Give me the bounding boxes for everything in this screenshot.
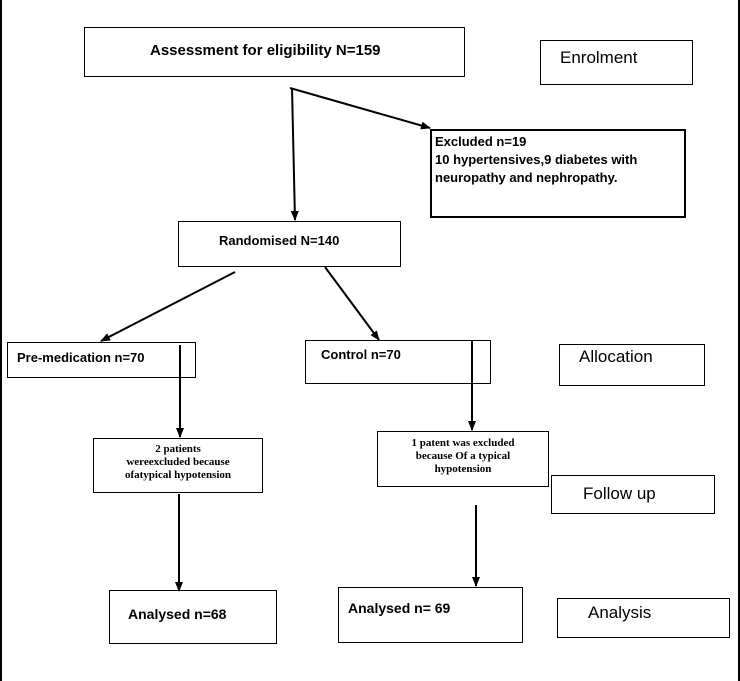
randomised-label: Randomised N=140: [219, 233, 340, 248]
control-excluded-line2: because Of a typical: [415, 450, 511, 462]
excluded-title: Excluded n=19: [435, 134, 527, 149]
stage-allocation-label: Allocation: [579, 347, 653, 366]
control-excluded-line3: hypotension: [434, 463, 492, 475]
premed-excluded-box: 2 patients wereexcluded because ofatypic…: [93, 438, 263, 493]
control-analysed-label: Analysed n= 69: [348, 600, 451, 616]
premed-analysed-label: Analysed n=68: [128, 606, 227, 622]
arrow-assessment-to-randomised: [290, 87, 299, 221]
premed-excluded-line3: ofatypical hypotension: [124, 469, 232, 481]
stage-allocation-box: Allocation: [559, 344, 705, 386]
premed-analysed-box: Analysed n=68: [109, 590, 277, 644]
control-excluded-box: 1 patent was excluded because Of a typic…: [377, 431, 549, 487]
control-label: Control n=70: [321, 347, 401, 362]
premedication-label: Pre-medication n=70: [17, 350, 145, 365]
stage-follow-up-box: Follow up: [551, 475, 715, 514]
control-excluded-line1: 1 patent was excluded: [411, 437, 515, 449]
premed-excluded-line2: wereexcluded because: [126, 456, 230, 468]
randomised-box: Randomised N=140: [178, 221, 401, 267]
premedication-box: Pre-medication n=70: [7, 342, 196, 378]
excluded-detail-line1: 10 hypertensives,9 diabetes with: [435, 152, 638, 167]
stage-enrolment-label: Enrolment: [560, 48, 638, 67]
stage-enrolment-box: Enrolment: [540, 40, 693, 85]
excluded-box: Excluded n=19 10 hypertensives,9 diabete…: [430, 129, 686, 218]
stage-analysis-label: Analysis: [588, 603, 652, 622]
arrow-assessment-to-excluded: [289, 87, 431, 130]
assessment-label: Assessment for eligibility N=159: [150, 42, 381, 59]
excluded-detail-line2: neuropathy and nephropathy.: [435, 170, 618, 185]
premed-excluded-line1: 2 patients: [155, 443, 201, 455]
control-analysed-box: Analysed n= 69: [338, 587, 523, 643]
stage-follow-up-label: Follow up: [583, 484, 656, 503]
arrow-randomised-to-control: [324, 266, 380, 341]
assessment-box: Assessment for eligibility N=159: [84, 27, 465, 77]
control-box: Control n=70: [305, 340, 491, 384]
arrow-randomised-to-premedication: [100, 271, 236, 342]
stage-analysis-box: Analysis: [557, 598, 730, 638]
